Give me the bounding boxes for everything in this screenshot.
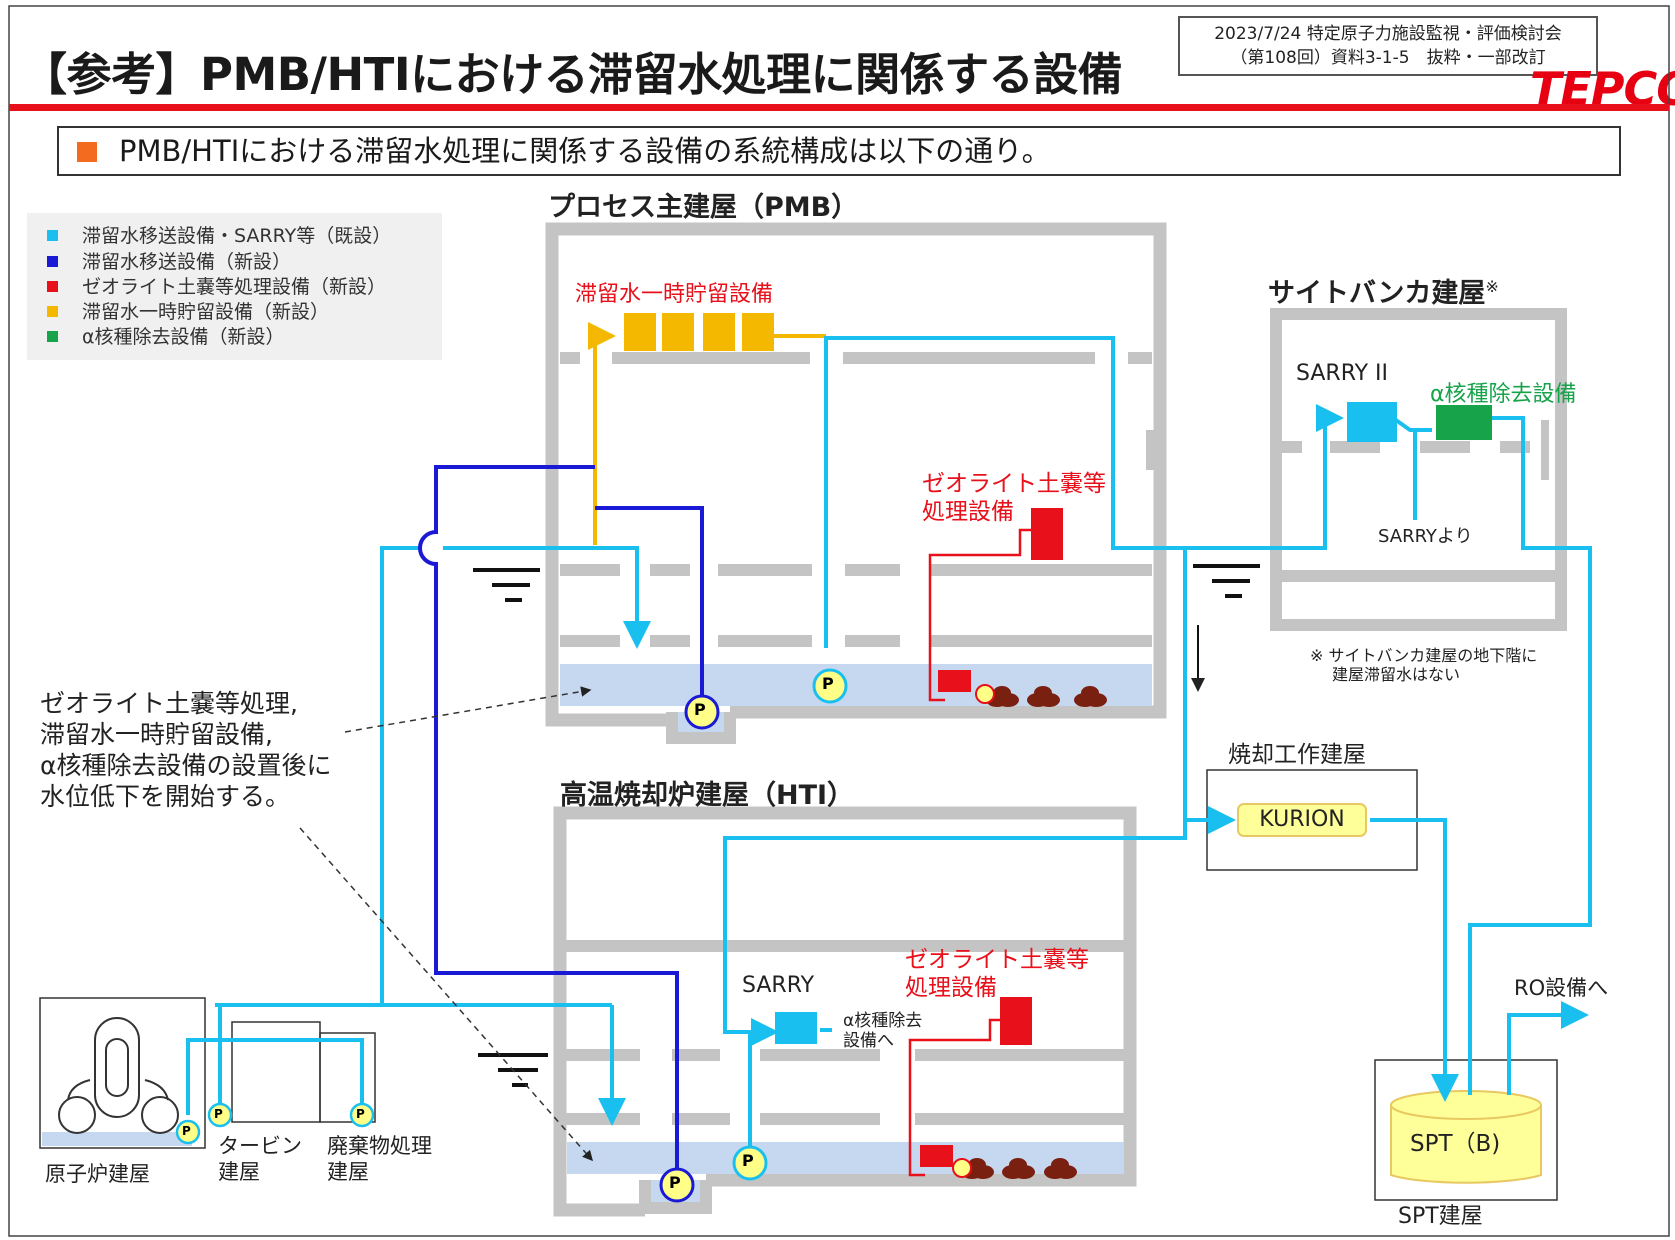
legend-item: ゼオライト土嚢等処理設備（新設） (47, 272, 386, 298)
pump-label: P (182, 1124, 191, 1138)
hti-building (553, 806, 1137, 1217)
pump-reactor (175, 1119, 201, 1145)
existing-piping (186, 336, 1592, 1155)
zeolite-pmb-label: ゼオライト土嚢等処理設備 (922, 471, 1106, 525)
reference-box: 2023/7/24 特定原子力施設監視・評価検討会 （第108回）資料3-1-5… (1178, 16, 1598, 76)
summary-box: PMB/HTIにおける滞留水処理に関係する設備の系統構成は以下の通り。 (57, 126, 1621, 176)
reactor-building-label: 原子炉建屋 (45, 1162, 150, 1186)
water-level-note: ゼオライト土嚢等処理, 滞留水一時貯留設備, α核種除去設備の設置後に 水位低下… (40, 689, 332, 811)
reference-line-1: 2023/7/24 特定原子力施設監視・評価検討会 (1214, 24, 1562, 44)
pump-label: P (214, 1107, 223, 1121)
incinerator-label: 焼却工作建屋 (1228, 742, 1366, 768)
legend-item: 滞留水移送設備（新設） (47, 247, 291, 273)
pump-hti-new (659, 1167, 695, 1203)
legend-item: α核種除去設備（新設） (47, 322, 285, 348)
zeolite-hti-label: ゼオライト土嚢等処理設備 (905, 947, 1089, 1001)
site-bunker-note: ※ サイトバンカ建屋の地下階に建屋滞留水はない (1310, 646, 1538, 684)
page-frame (8, 5, 1670, 1237)
pmb-stagnant-water (560, 664, 1152, 706)
zeolite-unit-pmb (1031, 508, 1063, 560)
hti-floors (566, 940, 1124, 1125)
pump-pmb-new (684, 694, 720, 730)
temp-storage-tanks (624, 313, 774, 351)
zeolite-sandbags-hti (961, 1158, 1077, 1179)
pumps (175, 668, 995, 1203)
water-level-symbol-pmb (473, 568, 540, 602)
pump-label: P (356, 1107, 365, 1121)
legend-swatch (47, 306, 58, 317)
site-bunker-label: サイトバンカ建屋※ (1268, 277, 1499, 309)
sarry2-unit (1347, 402, 1397, 442)
sarry-label: SARRY (742, 973, 815, 998)
pmb-building (545, 222, 1167, 727)
hti-stagnant-water (567, 1142, 1124, 1174)
pmb-label: プロセス主建屋（PMB） (548, 192, 859, 223)
zeolite-sandbags-pmb (986, 686, 1107, 707)
spt-building-label: SPT建屋 (1398, 1204, 1483, 1229)
spt-b-label: SPT（B) (1410, 1131, 1501, 1157)
header-rule (9, 104, 1669, 111)
legend-item: 滞留水移送設備・SARRY等（既設） (47, 221, 391, 247)
pump-pmb-zeolite (975, 684, 995, 704)
bullet-square-icon (77, 142, 97, 162)
zeolite-pump-hti (920, 1145, 953, 1167)
summary-text: PMB/HTIにおける滞留水処理に関係する設備の系統構成は以下の通り。 (119, 134, 1051, 168)
zeolite-pump-pmb (938, 670, 971, 692)
pump-turbine (207, 1102, 233, 1128)
page-title: 【参考】PMB/HTIにおける滞留水処理に関係する設備 (22, 48, 1123, 101)
sarry2-label: SARRY II (1296, 361, 1388, 386)
pump-waste (349, 1102, 375, 1128)
reactor-vessel-icon (58, 1017, 179, 1134)
new-transfer-piping (418, 465, 704, 1170)
pump-pmb-existing (812, 668, 848, 704)
spt-b-tank (1390, 1090, 1542, 1184)
site-bunker-building (1270, 308, 1567, 631)
legend-swatch (47, 331, 58, 342)
hti-label: 高温焼却炉建屋（HTI） (560, 780, 855, 811)
sarry-unit (775, 1012, 817, 1044)
pmb-floors (560, 352, 1158, 647)
legend-swatch (47, 256, 58, 267)
to-alpha-label: α核種除去設備へ (843, 1011, 923, 1051)
alpha-removal-label: α核種除去設備 (1430, 382, 1577, 407)
pump-hti-zeolite (952, 1158, 972, 1178)
kurion-unit: KURION (1237, 803, 1367, 837)
reactor-buildings (39, 997, 376, 1149)
zeolite-piping-hti (908, 1018, 1000, 1177)
legend-swatch (47, 281, 58, 292)
storage-piping (588, 322, 826, 545)
pump-hti-existing (732, 1145, 768, 1181)
pump-label: P (669, 1173, 681, 1192)
alpha-removal-unit (1436, 405, 1492, 440)
water-level-symbol-site-bunker (1193, 564, 1260, 598)
reference-line-2: （第108回）資料3-1-5 抜粋・一部改訂 (1230, 48, 1546, 68)
pump-label: P (742, 1151, 754, 1170)
to-ro-label: RO設備へ (1514, 976, 1609, 1000)
legend-item: 滞留水一時貯留設備（新設） (47, 297, 329, 323)
zeolite-unit-hti (1000, 997, 1032, 1045)
annotation-arrows (299, 686, 593, 1162)
pump-label: P (822, 674, 834, 693)
turbine-building-label: タービン建屋 (218, 1134, 302, 1184)
temp-storage-label: 滞留水一時貯留設備 (575, 282, 774, 307)
pump-label: P (694, 700, 706, 719)
legend-swatch (47, 230, 58, 241)
reactor-water (42, 1132, 192, 1146)
zeolite-piping-pmb (928, 528, 1031, 702)
from-sarry-label: SARRYより (1378, 526, 1473, 547)
legend: 滞留水移送設備・SARRY等（既設） 滞留水移送設備（新設） ゼオライト土嚢等処… (27, 213, 442, 360)
waste-building-label: 廃棄物処理建屋 (327, 1134, 432, 1184)
